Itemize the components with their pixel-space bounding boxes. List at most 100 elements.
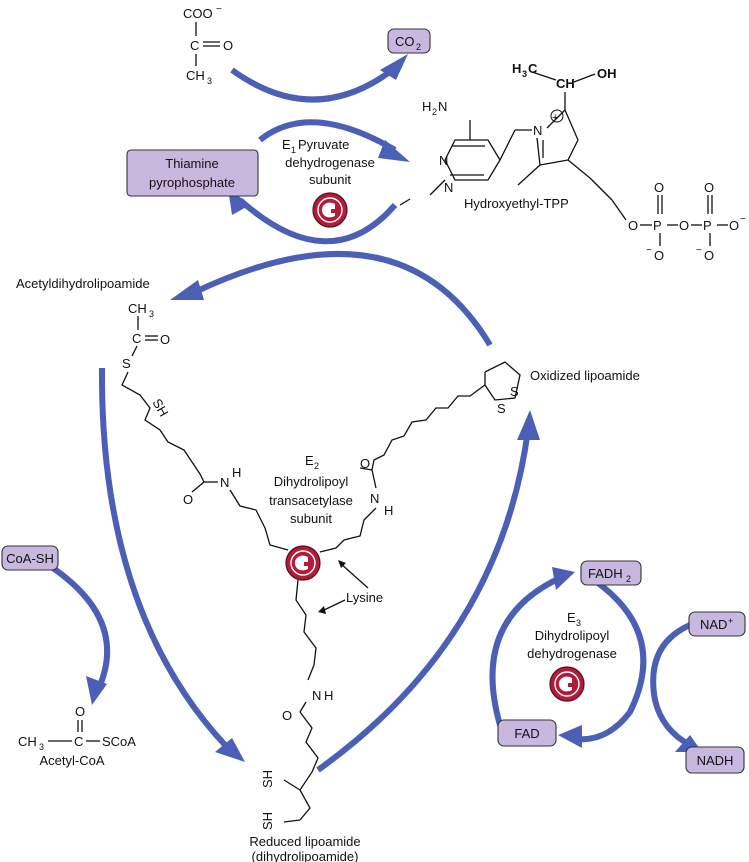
fadh2-box: FADH 2 (580, 560, 642, 586)
svg-text:−: − (646, 245, 652, 256)
svg-text:+: + (728, 616, 733, 626)
acetyldihydrolipoamide-structure: CH 3 C O S SH O N H (121, 301, 289, 551)
pyruvate-ch3: CH (186, 68, 205, 83)
co2-box: CO 2 (387, 28, 431, 54)
svg-text:2: 2 (314, 461, 319, 471)
e2-enzyme-icon (285, 545, 321, 581)
pyruvate-structure: COO − C O CH 3 (183, 4, 233, 86)
svg-text:C: C (528, 61, 538, 76)
pyruvate-o: O (223, 38, 233, 53)
fadh2-to-fad-arrow (569, 580, 647, 743)
svg-text:H: H (232, 465, 241, 480)
svg-text:pyrophosphate: pyrophosphate (149, 175, 235, 190)
svg-text:SH: SH (260, 770, 275, 788)
e2-label: E 2 Dihydrolipoyl transacetylase subunit (269, 453, 353, 526)
svg-text:−: − (740, 214, 746, 225)
reduced-lipoamide-label-1: Reduced lipoamide (249, 834, 360, 849)
svg-text:subunit: subunit (290, 511, 332, 526)
e1-cycle (228, 54, 410, 245)
pyruvate-coo-charge: − (216, 4, 222, 15)
hetpp-to-acetyl-arrow (193, 250, 493, 347)
svg-text:O: O (704, 180, 714, 195)
svg-text:SH: SH (149, 396, 171, 419)
svg-text:2: 2 (432, 107, 437, 117)
svg-text:N: N (312, 688, 321, 703)
svg-text:FADH: FADH (588, 566, 623, 581)
fad-box: FAD (497, 719, 557, 747)
tpp-to-hetpp-arrow (258, 119, 397, 153)
svg-text:O: O (360, 456, 370, 471)
reduced-lipoamide-label-2: (dihydrolipoamide) (252, 849, 359, 862)
svg-text:3: 3 (522, 69, 527, 79)
svg-text:CO: CO (395, 34, 415, 49)
svg-text:O: O (654, 180, 664, 195)
svg-text:P: P (653, 218, 662, 233)
svg-text:O: O (654, 248, 664, 263)
e2-cycle (98, 250, 540, 773)
nadh-box: NADH (685, 746, 745, 774)
svg-text:O: O (679, 218, 689, 233)
e3-label: E 3 Dihydrolipoyl dehydrogenase (527, 610, 617, 661)
svg-text:Dihydrolipoyl: Dihydrolipoyl (535, 628, 610, 643)
svg-text:+: + (552, 112, 558, 124)
svg-text:1: 1 (291, 145, 296, 155)
svg-text:transacetylase: transacetylase (269, 493, 353, 508)
svg-text:2: 2 (416, 42, 421, 52)
svg-text:E: E (305, 453, 314, 468)
reduced-lipoamide-structure: N H O SH SH (260, 579, 333, 830)
acetyl-to-reduced-arrow (98, 367, 228, 748)
svg-text:E: E (282, 137, 291, 152)
svg-text:CH: CH (128, 301, 147, 316)
svg-text:N: N (438, 99, 447, 114)
pyruvate-coo: COO (183, 6, 213, 21)
oxidized-lipoamide-structure: S S O N H (319, 361, 521, 553)
svg-text:Pyruvate: Pyruvate (298, 137, 349, 152)
pyruvate-to-co2-arrow (230, 65, 397, 103)
svg-text:H: H (512, 61, 521, 76)
acetylcoa-label: Acetyl-CoA (39, 753, 104, 768)
coash-to-acetylcoa-arrow (48, 563, 111, 692)
pyruvate-c: C (190, 38, 199, 53)
svg-text:SCoA: SCoA (102, 734, 136, 749)
svg-text:C: C (132, 331, 141, 346)
hetpp-to-tpp-arrow (238, 197, 398, 245)
svg-text:dehydrogenase: dehydrogenase (285, 155, 375, 170)
svg-text:3: 3 (149, 309, 154, 319)
fad-to-fadh2-arrow (489, 575, 562, 726)
svg-text:CH: CH (556, 76, 575, 91)
hydroxyethyl-tpp-label: Hydroxyethyl-TPP (464, 196, 569, 211)
svg-text:FAD: FAD (514, 726, 539, 741)
e1-enzyme-icon (312, 192, 348, 228)
svg-text:C: C (74, 734, 83, 749)
coash-box: CoA-SH (1, 545, 59, 571)
svg-text:2: 2 (626, 574, 631, 584)
svg-text:S: S (497, 401, 506, 416)
svg-text:H: H (384, 503, 393, 518)
svg-text:O: O (183, 492, 193, 507)
svg-text:NAD: NAD (700, 617, 727, 632)
svg-text:H: H (422, 99, 431, 114)
lysine-label: Lysine (346, 590, 383, 605)
svg-text:E: E (567, 610, 576, 625)
thiamine-pyrophosphate-box: Thiamine pyrophosphate (126, 149, 259, 197)
acetylcoa-structure: O CH 3 C SCoA (18, 704, 136, 752)
hydroxyethyl-tpp-structure: N N H 2 N N + CH OH H 3 C O (399, 61, 746, 263)
svg-text:SH: SH (260, 812, 275, 830)
svg-text:O: O (729, 218, 739, 233)
nad-box: NAD + (688, 611, 746, 637)
svg-text:S: S (122, 356, 131, 371)
svg-text:H: H (324, 688, 333, 703)
svg-text:Thiamine: Thiamine (165, 156, 218, 171)
svg-text:NADH: NADH (697, 753, 734, 768)
svg-text:O: O (628, 218, 638, 233)
nad-to-nadh-arrow (650, 622, 692, 748)
svg-text:−: − (696, 245, 702, 256)
svg-text:3: 3 (576, 618, 581, 628)
svg-text:CoA-SH: CoA-SH (6, 551, 54, 566)
svg-text:O: O (75, 704, 85, 719)
acetyldihydrolipoamide-label: Acetyldihydrolipoamide (16, 276, 150, 291)
svg-text:N: N (220, 475, 229, 490)
svg-text:N: N (370, 491, 379, 506)
svg-text:OH: OH (597, 66, 617, 81)
